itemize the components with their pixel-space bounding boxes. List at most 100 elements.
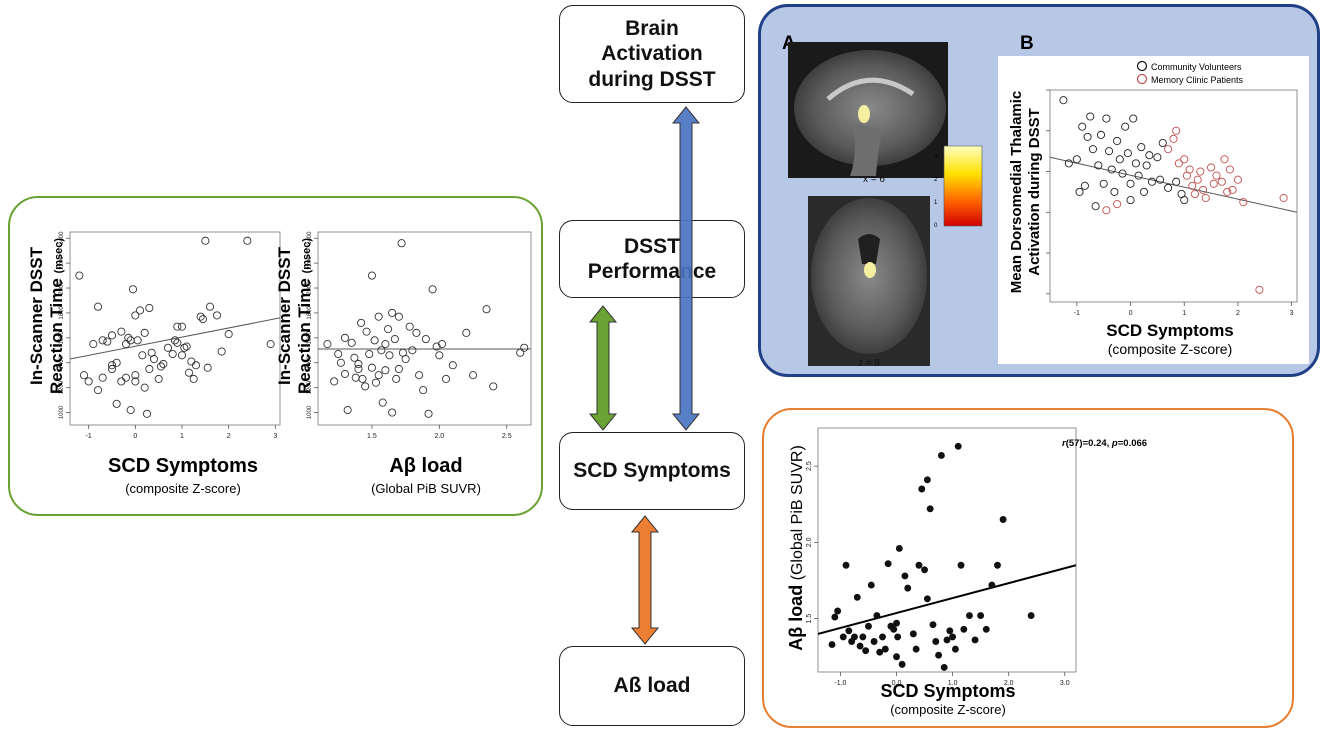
chart1-data-point <box>401 354 410 364</box>
chart1-data-point <box>361 382 370 391</box>
chart3-data-point <box>884 560 892 568</box>
node-brain-activation-label: Brain Activation during DSST <box>588 17 716 91</box>
chart3-xtick-label: 2.0 <box>1004 680 1014 687</box>
chart0-data-point <box>79 371 89 380</box>
chart2-point-memory-clinic <box>1255 285 1264 294</box>
chart1-data-point <box>388 308 397 317</box>
green-panel <box>8 196 543 516</box>
chart2-point-community <box>1072 155 1081 164</box>
chart2-point-memory-clinic <box>1209 179 1218 188</box>
chart1-data-point <box>374 312 383 321</box>
chart0-ytick-label: 1200 <box>59 380 65 394</box>
chart2-xtick-label: 0 <box>1129 310 1133 317</box>
chart1-ytick-label: 1600 <box>307 331 313 345</box>
chart0-ytick-label: 1000 <box>59 405 65 419</box>
chart2-point-community <box>1075 187 1084 196</box>
chart2-point-community <box>1142 161 1151 170</box>
chart1-data-point <box>334 349 343 359</box>
chart0-data-point <box>93 302 103 311</box>
chart0-data-point <box>266 340 275 349</box>
chart3-data-point <box>867 581 875 589</box>
chart2-point-community <box>1137 143 1146 152</box>
chart2-point-memory-clinic <box>1225 165 1234 174</box>
chart0-data-point <box>112 358 121 367</box>
chart2-point-memory-clinic <box>1102 206 1111 215</box>
chart1-data-point <box>468 371 478 380</box>
chart0-data-point <box>177 322 187 331</box>
chart1-data-point <box>371 378 381 387</box>
chart1-data-point <box>385 351 394 360</box>
chart1-data-point <box>374 371 383 380</box>
chart1-ytick-label: 1200 <box>307 380 313 394</box>
chart3-data-point <box>971 636 979 644</box>
chart1-data-point <box>419 386 428 395</box>
brain-sagittal-corpus <box>826 77 915 101</box>
chart2-point-community <box>1158 138 1167 148</box>
chart3-data-point <box>851 633 858 641</box>
chart3-data-point <box>834 607 842 615</box>
chart2-point-community <box>1078 122 1087 131</box>
arrow-orange <box>630 515 660 645</box>
chart1-data-point <box>442 374 451 383</box>
chart2-point-memory-clinic <box>1217 177 1226 186</box>
chart3-ylabel: Aβ load (Global PiB SUVR) <box>786 445 806 651</box>
legend-community-icon <box>1136 60 1148 72</box>
chart0-data-point <box>212 311 222 320</box>
chart0-data-point <box>142 409 152 418</box>
chart0-data-point <box>217 347 226 356</box>
chart0-data-point <box>184 368 194 377</box>
chart2-point-memory-clinic <box>1172 126 1181 135</box>
chart3-data-point <box>1027 612 1035 620</box>
chart0-data-point <box>149 354 159 364</box>
chart2-point-community <box>1156 175 1165 184</box>
chart0-data-point <box>117 327 126 336</box>
chart2-point-community <box>1126 179 1135 188</box>
chart2-point-community <box>1080 181 1089 190</box>
chart3-data-point <box>912 645 920 653</box>
chart3-ylabel-bold: Aβ load <box>786 585 806 651</box>
chart3-data-point <box>898 660 906 668</box>
chart0-data-point <box>93 386 103 395</box>
colorbar-tick-2: 2 <box>934 177 938 183</box>
chart0-data-point <box>107 361 117 370</box>
chart1-data-point <box>378 398 387 407</box>
chart3-data-point <box>923 476 931 484</box>
chart3-data-point <box>881 645 889 653</box>
chart0-data-point <box>140 328 149 337</box>
chart3-xtick-label: 1.0 <box>948 680 958 687</box>
chart0-data-point <box>128 285 138 294</box>
chart1-data-point <box>354 359 363 369</box>
colorbar-tick-3: 3 <box>934 154 938 160</box>
chart3-frame <box>817 427 1077 673</box>
chart3-ytick-label: 2.0 <box>806 537 813 547</box>
chart0-xtick-label: 1 <box>180 433 184 440</box>
chart0-xtick-label: 0 <box>133 433 137 440</box>
chart0-data-point <box>131 377 140 386</box>
stat-p: p <box>1111 438 1118 449</box>
chart2-point-memory-clinic <box>1169 134 1178 143</box>
chart1-data-point <box>390 335 399 344</box>
chart2-point-memory-clinic <box>1113 200 1122 209</box>
chart0-data-point <box>98 336 107 345</box>
chart2-point-community <box>1113 136 1122 146</box>
chart0-ylabel-line2: Reaction Time (msec) <box>47 238 66 394</box>
chart0-xlabel: SCD Symptoms <box>108 455 258 477</box>
chart0-data-point <box>107 364 117 374</box>
chart1-ylabel-line2-text: Reaction Time <box>295 278 314 394</box>
chart2-point-memory-clinic <box>1233 175 1242 184</box>
chart2-point-community <box>1121 122 1130 131</box>
chart0-data-point <box>145 364 154 374</box>
chart3-data-point <box>929 621 937 629</box>
chart2-point-community <box>1091 202 1100 211</box>
chart1-ytick-label: 2200 <box>307 256 313 270</box>
chart2-point-community <box>1118 169 1127 178</box>
chart2-point-community <box>1126 196 1135 205</box>
chart2-point-community <box>1102 114 1111 123</box>
chart1-data-point <box>415 371 424 380</box>
chart2-point-community <box>1107 165 1116 174</box>
chart3-data-point <box>842 561 850 569</box>
chart0-data-point <box>154 374 163 383</box>
